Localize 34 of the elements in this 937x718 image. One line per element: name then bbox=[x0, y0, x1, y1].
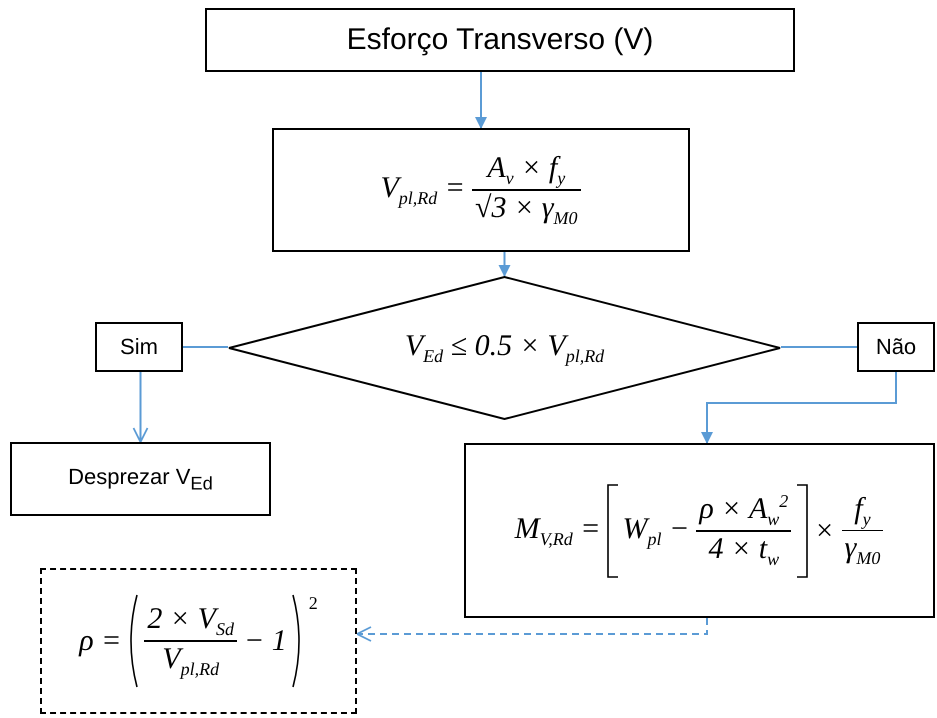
connector-line bbox=[781, 346, 857, 348]
box-label: Esforço Transverso (V) bbox=[346, 23, 654, 57]
arrow bbox=[132, 372, 148, 443]
connector-line bbox=[183, 346, 228, 348]
fraction-denominator: √3 × γ$_{M0}$ bbox=[474, 190, 579, 229]
fraction-numerator: A$_{v}$ × f$_{y}$ bbox=[484, 151, 566, 190]
process-box bbox=[10, 442, 271, 516]
formula-text: M$_{V,Rd}$ = bbox=[513, 512, 602, 550]
arrow bbox=[475, 72, 487, 129]
process-box bbox=[464, 443, 935, 618]
formula-text: − 1 bbox=[242, 624, 288, 658]
formula-text: V$_{pl,Rd}$ = bbox=[379, 171, 466, 209]
arrow bbox=[701, 372, 897, 444]
exponent: 2 bbox=[308, 593, 319, 614]
formula-text: V$_{Ed}$ ≤ 0.5 × V$_{pl,Rd}$ bbox=[404, 329, 606, 367]
process-box bbox=[272, 128, 690, 252]
arrow bbox=[356, 618, 708, 642]
process-box bbox=[95, 322, 183, 372]
formula-box bbox=[40, 568, 357, 714]
formula-text: × bbox=[813, 514, 836, 548]
formula-text: W$_{pl}$ − bbox=[622, 512, 690, 550]
process-box bbox=[857, 322, 935, 372]
fraction-numerator: f$_{y}$ bbox=[853, 492, 872, 530]
fraction-denominator: γ$_{M0}$ bbox=[844, 531, 882, 570]
process-box bbox=[205, 8, 795, 72]
box-label: Desprezar V$_{Ed}$ bbox=[68, 464, 213, 494]
box-label: Não bbox=[876, 334, 916, 360]
box-label: Sim bbox=[120, 334, 158, 360]
fraction-denominator: V$_{pl,Rd}$ bbox=[161, 642, 220, 680]
arrow bbox=[498, 252, 510, 277]
decision-diamond bbox=[228, 276, 781, 420]
fraction-denominator: 4 × t$_{w}$ bbox=[708, 532, 780, 570]
fraction-numerator: 2 × V$_{Sd}$ bbox=[146, 602, 235, 640]
formula-text: ρ = bbox=[78, 624, 122, 658]
